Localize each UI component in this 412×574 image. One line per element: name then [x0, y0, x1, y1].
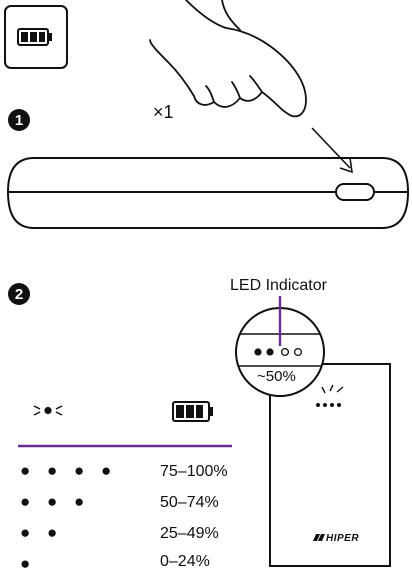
legend-range-1: 0–24%	[160, 553, 210, 570]
legend-range-2: 25–49%	[160, 525, 219, 542]
blinking-dot-icon	[33, 405, 63, 416]
pointing-hand-icon	[149, 0, 307, 118]
led-dot-4	[293, 347, 303, 357]
led-dot-3	[280, 347, 290, 357]
step-2-number: 2	[8, 283, 30, 305]
legend-dots-4: ● ● ● ●	[20, 461, 118, 480]
battery-status-icon	[4, 5, 68, 69]
press-count-label: ×1	[153, 102, 174, 122]
led-dot-2	[266, 348, 274, 356]
legend-range-3: 50–74%	[160, 494, 219, 511]
led-zoom-circle	[235, 296, 325, 397]
blinking-led-icon	[316, 384, 344, 408]
led-indicator-label: LED Indicator	[230, 277, 327, 294]
power-bank-front-view	[269, 363, 391, 567]
legend-range-4: 75–100%	[160, 463, 228, 480]
legend-battery-icon	[172, 401, 213, 422]
legend-dots-3: ● ● ●	[20, 492, 91, 511]
press-arrow-head	[339, 157, 353, 174]
zoom-percent-label: ~50%	[257, 368, 296, 385]
press-arrow-line	[311, 127, 351, 169]
brand-logo-text: HIPER	[326, 533, 360, 544]
power-bank-side-view	[6, 157, 410, 229]
legend-dots-2: ● ●	[20, 523, 64, 542]
hiper-logo-mark	[313, 534, 325, 541]
legend-dots-1: ●	[20, 554, 37, 573]
led-dot-1	[254, 348, 262, 356]
step-1-number: 1	[8, 109, 30, 131]
